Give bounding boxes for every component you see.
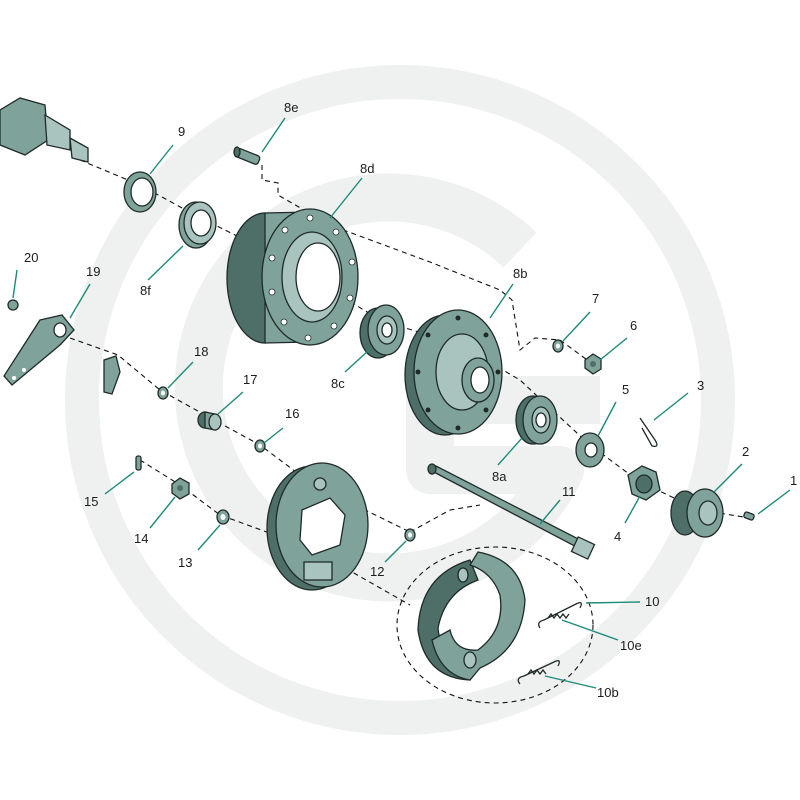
granit-logo-watermark [65, 65, 735, 735]
part-7-washer [552, 339, 564, 353]
part-6-nut [584, 353, 602, 375]
label-2: 2 [742, 444, 749, 459]
part-2-hub-cap [670, 488, 724, 538]
leader-lines [12, 117, 791, 689]
part-15-pin [135, 455, 142, 471]
label-14: 14 [134, 531, 148, 546]
label-17: 17 [243, 372, 257, 387]
label-13: 13 [178, 555, 192, 570]
part-10e-spring [538, 602, 582, 629]
label-5: 5 [622, 382, 629, 397]
label-7: 7 [592, 291, 599, 306]
part-1-pin [743, 511, 755, 521]
part-17-bushing [197, 411, 222, 431]
part-19-brake-lever [3, 314, 75, 386]
lever-key [103, 355, 121, 395]
part-18-washer [157, 386, 169, 400]
part-9-ring [123, 171, 157, 213]
label-12: 12 [370, 564, 384, 579]
brake-backing-plate [266, 462, 369, 591]
part-labels: 20 19 18 17 16 15 14 13 12 11 10 10e 10b… [24, 100, 797, 700]
part-8a-bearing [515, 395, 558, 445]
label-20: 20 [24, 250, 38, 265]
part-20-nut [7, 299, 19, 311]
label-10: 10 [645, 594, 659, 609]
label-10e: 10e [620, 638, 642, 653]
part-10b-spring [517, 660, 560, 685]
label-8a: 8a [492, 469, 507, 484]
part-4-castle-nut [627, 465, 661, 501]
part-8b-hub-flange [404, 309, 503, 436]
label-9: 9 [178, 124, 185, 139]
label-15: 15 [84, 494, 98, 509]
label-8d: 8d [360, 161, 374, 176]
part-8c-bearing [359, 304, 405, 359]
label-18: 18 [194, 344, 208, 359]
label-4: 4 [614, 529, 621, 544]
part-8d-brake-drum [226, 208, 359, 346]
axle-stub [0, 97, 89, 163]
part-14-nut [171, 477, 190, 500]
label-8c: 8c [331, 376, 345, 391]
label-10b: 10b [597, 685, 619, 700]
label-16: 16 [285, 406, 299, 421]
part-13-washer [216, 509, 230, 525]
part-11-cam-shaft [427, 463, 596, 560]
label-1: 1 [790, 473, 797, 488]
part-16-washer [254, 439, 266, 453]
part-12-washer [404, 528, 416, 542]
part-3-split-pin [639, 417, 658, 448]
part-8f-seal-ring [178, 201, 217, 249]
label-8e: 8e [284, 100, 298, 115]
part-8e-wheel-stud [233, 146, 261, 165]
brake-shoes [417, 551, 526, 681]
part-5-washer [575, 432, 605, 468]
label-6: 6 [630, 318, 637, 333]
label-19: 19 [86, 264, 100, 279]
label-11: 11 [562, 484, 576, 499]
label-8f: 8f [140, 283, 151, 298]
label-8b: 8b [513, 266, 527, 281]
label-3: 3 [697, 378, 704, 393]
